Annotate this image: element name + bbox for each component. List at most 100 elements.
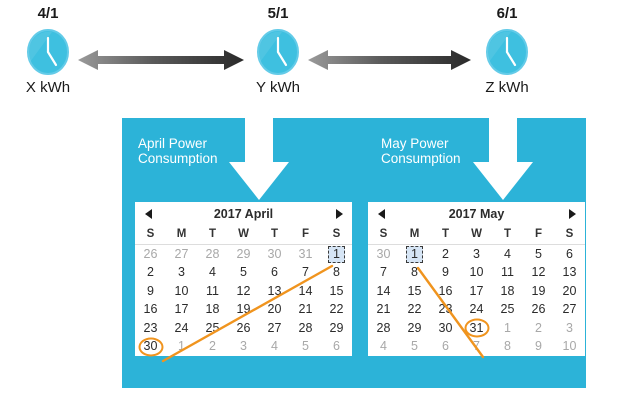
calendar-day-cell[interactable]: 2	[430, 245, 461, 264]
calendar-day-cell[interactable]: 27	[166, 245, 197, 264]
calendar-day-cell[interactable]: 3	[554, 319, 585, 338]
calendar-day-cell[interactable]: 8	[492, 338, 523, 357]
calendar-day-cell[interactable]: 5	[290, 338, 321, 357]
calendar-day-cell[interactable]: 27	[554, 301, 585, 320]
calendar-day-cell[interactable]: 1	[166, 338, 197, 357]
calendar-day-cell[interactable]: 6	[430, 338, 461, 357]
calendar-day-cell[interactable]: 5	[399, 338, 430, 357]
calendar-day-cell[interactable]: 4	[368, 338, 399, 357]
calendar-day-cell[interactable]: 29	[399, 319, 430, 338]
calendar-day-cell[interactable]: 13	[554, 264, 585, 283]
calendar-day-cell[interactable]: 7	[461, 338, 492, 357]
calendar-day-cell[interactable]: 24	[461, 301, 492, 320]
calendar-day-cell[interactable]: 17	[166, 301, 197, 320]
calendar-day-cell[interactable]: 9	[430, 264, 461, 283]
calendar-day-cell[interactable]: 9	[523, 338, 554, 357]
calendar-day-cell[interactable]: 28	[368, 319, 399, 338]
calendar-day-cell[interactable]: 4	[197, 264, 228, 283]
calendar-day-cell[interactable]: 12	[228, 282, 259, 301]
calendar-day-cell[interactable]: 17	[461, 282, 492, 301]
calendar-day-cell[interactable]: 16	[135, 301, 166, 320]
prev-month-icon-may[interactable]	[376, 208, 387, 220]
calendar-day-cell[interactable]: 30	[368, 245, 399, 264]
calendar-day-cell[interactable]: 1	[492, 319, 523, 338]
calendar-day-label: 13	[267, 283, 282, 298]
calendar-day-cell[interactable]: 26	[228, 319, 259, 338]
calendar-day-cell[interactable]: 30	[430, 319, 461, 338]
calendar-day-cell[interactable]: 4	[259, 338, 290, 357]
calendar-day-label: 27	[267, 320, 282, 335]
next-month-icon-may[interactable]	[566, 208, 577, 220]
calendar-day-cell[interactable]: 19	[228, 301, 259, 320]
calendar-day-label: 17	[469, 283, 484, 298]
clock-icon-2	[218, 26, 338, 78]
calendar-day-cell[interactable]: 15	[321, 282, 352, 301]
calendar-day-label: 4	[504, 246, 511, 261]
calendar-day-cell[interactable]: 2	[523, 319, 554, 338]
calendar-day-cell[interactable]: 4	[492, 245, 523, 264]
calendar-day-cell[interactable]: 8	[321, 264, 352, 283]
calendar-day-cell[interactable]: 20	[259, 301, 290, 320]
timeline-value-3: Z kWh	[485, 79, 529, 96]
calendar-day-cell[interactable]: 26	[135, 245, 166, 264]
calendar-day-cell[interactable]: 10	[461, 264, 492, 283]
calendar-day-cell[interactable]: 25	[492, 301, 523, 320]
next-month-icon-april[interactable]	[333, 208, 344, 220]
calendar-day-cell[interactable]: 21	[368, 301, 399, 320]
calendar-day-cell[interactable]: 11	[197, 282, 228, 301]
calendar-day-cell[interactable]: 7	[368, 264, 399, 283]
calendar-day-cell[interactable]: 30	[259, 245, 290, 264]
calendar-day-cell[interactable]: 23	[135, 319, 166, 338]
calendar-day-cell[interactable]: 3	[166, 264, 197, 283]
calendar-day-cell[interactable]: 21	[290, 301, 321, 320]
calendar-day-cell[interactable]: 12	[523, 264, 554, 283]
calendar-day-cell[interactable]: 2	[135, 264, 166, 283]
calendar-day-cell[interactable]: 30	[135, 338, 166, 357]
calendar-day-cell[interactable]: 28	[197, 245, 228, 264]
calendar-day-cell[interactable]: 8	[399, 264, 430, 283]
calendar-day-cell[interactable]: 3	[228, 338, 259, 357]
calendar-day-label: 23	[143, 320, 158, 335]
calendar-day-cell[interactable]: 26	[523, 301, 554, 320]
calendar-day-cell[interactable]: 20	[554, 282, 585, 301]
calendar-day-cell[interactable]: 25	[197, 319, 228, 338]
weekday-header-row: S M T W T F S	[135, 226, 352, 245]
calendar-day-cell[interactable]: 27	[259, 319, 290, 338]
calendar-day-cell[interactable]: 22	[321, 301, 352, 320]
calendar-day-cell[interactable]: 3	[461, 245, 492, 264]
calendar-day-cell[interactable]: 18	[492, 282, 523, 301]
calendar-day-cell[interactable]: 9	[135, 282, 166, 301]
calendar-day-cell[interactable]: 19	[523, 282, 554, 301]
calendar-day-cell[interactable]: 31	[461, 319, 492, 338]
prev-month-icon-april[interactable]	[143, 208, 154, 220]
calendar-day-cell[interactable]: 16	[430, 282, 461, 301]
calendar-day-cell[interactable]: 18	[197, 301, 228, 320]
calendar-day-cell[interactable]: 7	[290, 264, 321, 283]
calendar-day-cell[interactable]: 14	[368, 282, 399, 301]
calendar-day-cell[interactable]: 14	[290, 282, 321, 301]
calendar-day-cell[interactable]: 5	[523, 245, 554, 264]
calendar-day-cell[interactable]: 28	[290, 319, 321, 338]
calendar-day-cell[interactable]: 23	[430, 301, 461, 320]
calendar-day-cell[interactable]: 5	[228, 264, 259, 283]
calendar-day-cell[interactable]: 24	[166, 319, 197, 338]
calendar-day-cell[interactable]: 6	[259, 264, 290, 283]
calendar-day-cell[interactable]: 31	[290, 245, 321, 264]
calendar-day-cell[interactable]: 10	[166, 282, 197, 301]
weekday-header-row: S M T W T F S	[368, 226, 585, 245]
calendar-day-cell[interactable]: 13	[259, 282, 290, 301]
calendar-day-cell[interactable]: 6	[321, 338, 352, 357]
calendar-day-cell[interactable]: 29	[321, 319, 352, 338]
calendar-day-cell[interactable]: 10	[554, 338, 585, 357]
calendar-day-cell[interactable]: 11	[492, 264, 523, 283]
calendar-day-cell[interactable]: 1	[399, 245, 430, 264]
calendar-day-cell[interactable]: 2	[197, 338, 228, 357]
calendar-day-cell[interactable]: 15	[399, 282, 430, 301]
calendar-day-cell[interactable]: 29	[228, 245, 259, 264]
calendar-day-cell[interactable]: 6	[554, 245, 585, 264]
calendar-day-cell[interactable]: 1	[321, 245, 352, 264]
calendar-day-cell[interactable]: 22	[399, 301, 430, 320]
